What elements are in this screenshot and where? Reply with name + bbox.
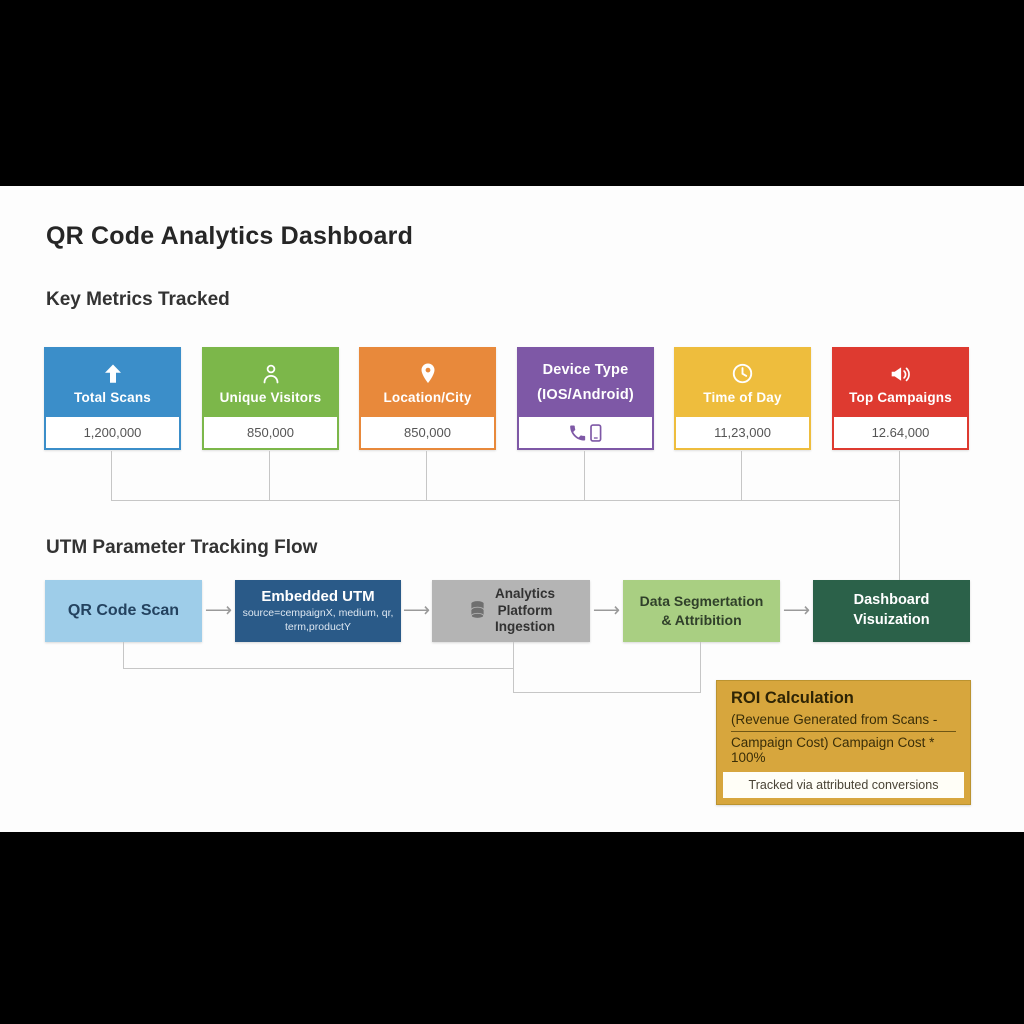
metric-label: Unique Visitors xyxy=(219,389,322,405)
flow-step-qr-code-scan: QR Code Scan xyxy=(45,580,202,642)
flow-step-label-line1: Analytics xyxy=(494,585,556,601)
flow-step-dashboard-visualization: Dashboard Visuization xyxy=(813,580,970,642)
flow-step-label-line1: Data Segmertation xyxy=(639,593,764,610)
arrow-right-icon: ⟶ xyxy=(592,600,621,621)
connector-line xyxy=(584,451,585,501)
metric-label: Total Scans xyxy=(74,389,151,405)
metric-card-location-city: Location/City 850,000 xyxy=(359,347,496,450)
connector-line xyxy=(741,451,742,501)
metric-value: 11,23,000 xyxy=(676,417,809,448)
roi-title: ROI Calculation xyxy=(731,689,854,707)
flow-step-label-line2: Visuization xyxy=(853,612,930,628)
flow-step-label-line2: & Attribition xyxy=(661,612,742,628)
flow-step-label-line2: Platform xyxy=(497,602,553,618)
metric-card-device-type: Device Type (IOS/Android) xyxy=(517,347,654,450)
metric-label: Top Campaigns xyxy=(849,389,952,405)
connector-line xyxy=(700,642,701,693)
flow-step-label: Embedded UTM xyxy=(261,588,375,606)
metric-label: Location/City xyxy=(383,390,472,405)
connector-line xyxy=(426,451,427,501)
connector-line xyxy=(513,692,701,693)
metric-label: Device Type xyxy=(542,361,629,378)
metric-value: 850,000 xyxy=(204,417,337,448)
connector-line xyxy=(111,451,112,501)
clock-icon xyxy=(730,361,755,386)
arrow-right-icon: ⟶ xyxy=(402,600,431,621)
page-title: QR Code Analytics Dashboard xyxy=(46,222,414,250)
connector-line xyxy=(513,642,514,693)
flow-step-sub2: term,productY xyxy=(285,620,351,633)
flow-step-label-line3: Ingestion xyxy=(495,619,555,635)
fraction-divider xyxy=(731,731,956,732)
metric-card-total-scans: Total Scans 1,200,000 xyxy=(44,347,181,450)
phone-and-smartphone-icon xyxy=(567,423,605,443)
flow-step-data-segmentation: Data Segmertation & Attribition xyxy=(623,580,780,642)
metric-value: 850,000 xyxy=(361,417,494,448)
arrow-right-icon: ⟶ xyxy=(204,600,233,621)
flow-step-sub1: source=cempaignX, medium, qr, xyxy=(242,607,394,620)
metric-card-top-campaigns: Top Campaigns 12.64,000 xyxy=(832,347,969,450)
metric-label: Time of Day xyxy=(703,390,782,405)
map-pin-icon xyxy=(416,361,440,386)
connector-line xyxy=(899,451,900,501)
connector-line xyxy=(269,451,270,501)
metric-value: 1,200,000 xyxy=(46,417,179,448)
metric-card-unique-visitors: Unique Visitors 850,000 xyxy=(202,347,339,450)
metric-label-line2: (IOS/Android) xyxy=(537,386,634,403)
roi-formula-line1: (Revenue Generated from Scans - xyxy=(731,712,938,727)
flow-step-label-line1: Dashboard xyxy=(853,592,930,609)
flow-step-embedded-utm: Embedded UTM source=cempaignX, medium, q… xyxy=(235,580,401,642)
metric-value: 12.64,000 xyxy=(834,417,967,448)
arrow-right-icon: ⟶ xyxy=(782,600,811,621)
connector-line xyxy=(123,668,514,669)
flow-step-analytics-ingestion: Analytics Platform Ingestion xyxy=(432,580,590,642)
roi-calculation-box: ROI Calculation (Revenue Generated from … xyxy=(716,680,971,805)
megaphone-icon xyxy=(887,362,914,386)
connector-line xyxy=(111,500,900,501)
metric-card-time-of-day: Time of Day 11,23,000 xyxy=(674,347,811,450)
flow-section-heading: UTM Parameter Tracking Flow xyxy=(46,537,318,558)
connector-line xyxy=(899,500,900,580)
roi-formula-line2: Campaign Cost) Campaign Cost * 100% xyxy=(731,735,935,765)
person-icon xyxy=(258,362,284,386)
database-icon xyxy=(467,598,488,624)
roi-footer-note: Tracked via attributed conversions xyxy=(723,772,964,798)
arrow-up-icon xyxy=(100,362,126,386)
connector-line xyxy=(123,642,124,669)
metrics-section-heading: Key Metrics Tracked xyxy=(46,289,230,310)
flow-step-label: QR Code Scan xyxy=(67,602,180,619)
